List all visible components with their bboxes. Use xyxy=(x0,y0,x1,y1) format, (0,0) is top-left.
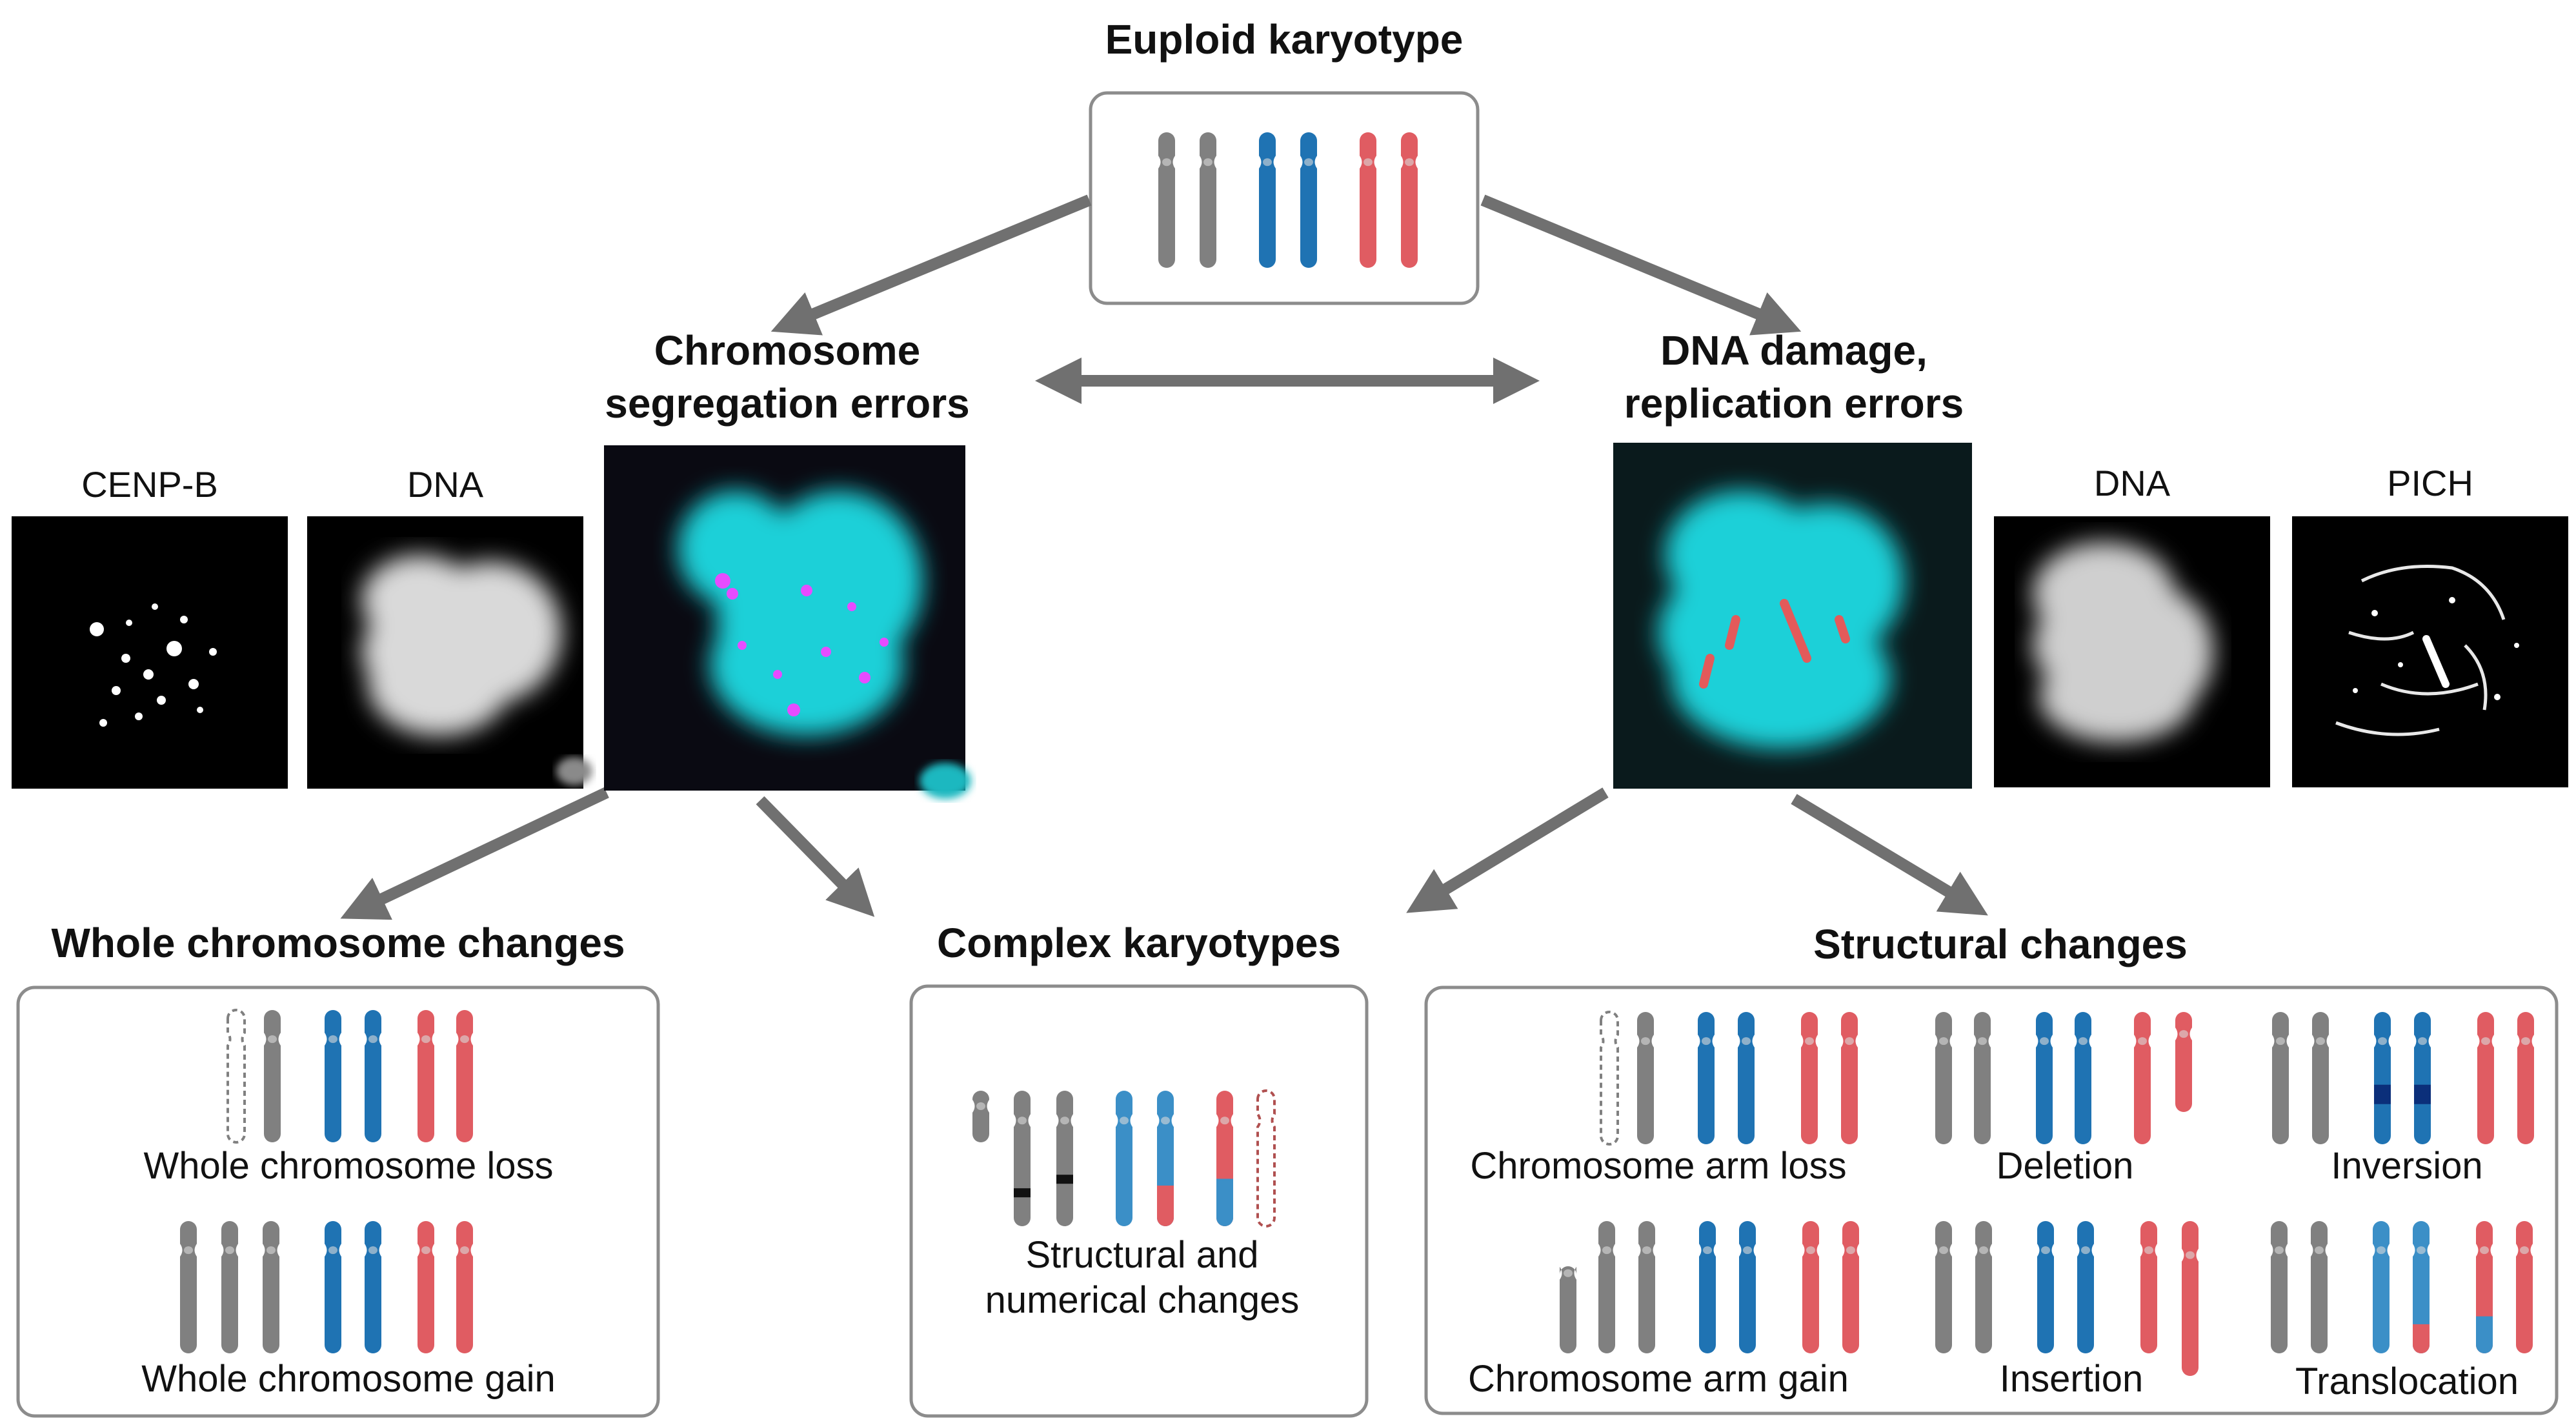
segregation-title: Chromosome segregation errors xyxy=(605,327,970,427)
pich-label: PICH xyxy=(2387,463,2473,503)
arrow-to-structural xyxy=(1791,794,1988,916)
chromosome xyxy=(2077,1221,2094,1353)
chromosome xyxy=(2311,1221,2328,1353)
chromosome xyxy=(1158,132,1175,268)
chromosome xyxy=(1842,1221,1859,1353)
chromosome xyxy=(2134,1012,2151,1144)
chromosome xyxy=(2140,1221,2157,1353)
chromosome xyxy=(2312,1012,2329,1144)
chromosome xyxy=(2517,1012,2534,1144)
chromosome xyxy=(1738,1012,1755,1144)
chromosome xyxy=(1401,132,1418,268)
chromosome-layer xyxy=(180,1009,2534,1376)
chromosome xyxy=(972,1091,989,1142)
chromosome xyxy=(2075,1012,2091,1144)
chromosome xyxy=(1698,1012,1715,1144)
chromosome xyxy=(1300,132,1317,268)
caption-arm-loss: Chromosome arm loss xyxy=(1470,1145,1847,1187)
chromosome xyxy=(2476,1221,2493,1353)
chromosome xyxy=(1638,1221,1655,1353)
caption-complex: Structural and numerical changes xyxy=(985,1234,1300,1321)
chromosome xyxy=(2413,1221,2430,1353)
chromosome xyxy=(1935,1012,1952,1144)
chromosome xyxy=(2271,1221,2288,1353)
arrow-damage-to-complex xyxy=(1406,787,1609,913)
chromosome xyxy=(2374,1012,2391,1144)
chromosome xyxy=(365,1221,381,1353)
caption-whole-loss: Whole chromosome loss xyxy=(143,1145,554,1187)
arrow-to-whole xyxy=(340,787,609,920)
chromosome xyxy=(456,1221,473,1353)
chromosome xyxy=(365,1010,381,1142)
structural-title: Structural changes xyxy=(1813,921,2188,967)
chromosome xyxy=(1841,1012,1858,1144)
chromosome xyxy=(2182,1221,2199,1376)
chromosome xyxy=(1560,1266,1576,1353)
chromosome xyxy=(1739,1221,1756,1353)
chromosome xyxy=(2175,1012,2192,1112)
euploid-chromosomes xyxy=(1158,132,1418,268)
chromosome xyxy=(1216,1091,1233,1226)
chromosome xyxy=(1360,132,1376,268)
chromosome xyxy=(1935,1221,1952,1353)
chromosome xyxy=(2037,1221,2054,1353)
caption-deletion: Deletion xyxy=(1996,1145,2134,1187)
chromosome xyxy=(221,1221,238,1353)
chromosome xyxy=(325,1010,341,1142)
whole-title: Whole chromosome changes xyxy=(51,920,625,966)
chromosome xyxy=(2272,1012,2289,1144)
chromosome xyxy=(456,1010,473,1142)
chromosome xyxy=(263,1221,279,1353)
caption-translocation: Translocation xyxy=(2295,1360,2519,1402)
whole-box xyxy=(16,985,660,1418)
chromosome xyxy=(418,1221,434,1353)
chromosome xyxy=(1637,1012,1654,1144)
euploid-title: Euploid karyotype xyxy=(1105,16,1464,63)
chromosome xyxy=(418,1010,434,1142)
chromosome xyxy=(1259,132,1276,268)
segregation-merge-image xyxy=(604,445,971,799)
chromosome xyxy=(2036,1012,2053,1144)
cenpb-label: CENP-B xyxy=(81,464,218,505)
complex-box xyxy=(909,984,1369,1418)
damage-title: DNA damage, replication errors xyxy=(1624,327,1964,427)
chromosome xyxy=(1801,1012,1818,1144)
chromosome xyxy=(2516,1221,2533,1353)
arrow-to-segregation xyxy=(770,194,1092,336)
dna-right-label: DNA xyxy=(2093,463,2171,503)
chromosome xyxy=(1157,1091,1174,1226)
chromosome xyxy=(1699,1221,1716,1353)
chromosome xyxy=(2477,1012,2494,1144)
caption-arm-gain: Chromosome arm gain xyxy=(1468,1358,1849,1400)
chromosome xyxy=(1802,1221,1819,1353)
chromosome xyxy=(1014,1091,1031,1226)
euploid-box xyxy=(1089,91,1480,305)
cenpb-image xyxy=(12,516,288,789)
chromosome xyxy=(264,1010,281,1142)
caption-whole-gain: Whole chromosome gain xyxy=(141,1358,556,1400)
chromosome xyxy=(1056,1091,1073,1226)
dna-left-image xyxy=(307,516,592,789)
chromosome xyxy=(1256,1089,1276,1228)
arrow-to-damage xyxy=(1480,194,1802,336)
chromosome xyxy=(1116,1091,1132,1226)
pich-image xyxy=(2292,516,2568,787)
chromosome xyxy=(180,1221,197,1353)
chromosome xyxy=(1200,132,1216,268)
arrow-seg-to-complex xyxy=(756,796,875,917)
caption-inversion: Inversion xyxy=(2331,1145,2483,1187)
dna-left-label: DNA xyxy=(407,464,484,505)
chromosome xyxy=(325,1221,341,1353)
damage-merge-image xyxy=(1613,443,1972,789)
dna-right-image xyxy=(1994,516,2270,787)
chromosome xyxy=(2373,1221,2390,1353)
chromosome xyxy=(1598,1221,1615,1353)
chromosome xyxy=(1975,1221,1992,1353)
chromosome xyxy=(2414,1012,2431,1144)
complex-title: Complex karyotypes xyxy=(936,920,1342,966)
caption-insertion: Insertion xyxy=(1999,1358,2144,1400)
chromosome xyxy=(1974,1012,1991,1144)
